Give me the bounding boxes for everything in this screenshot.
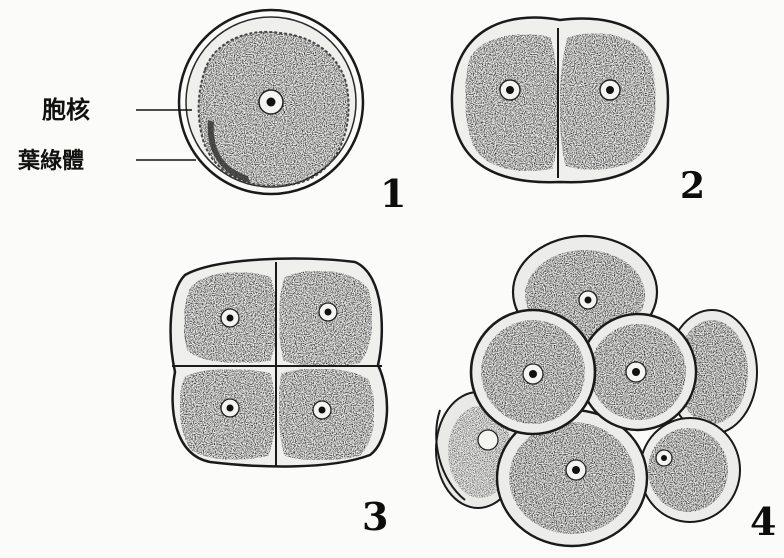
- stage-3-number: 3: [362, 494, 388, 539]
- stage-2-number: 2: [680, 165, 705, 207]
- stage-4-cell-front-center: [580, 314, 696, 430]
- stage-3-group: 3: [171, 258, 389, 539]
- stage-1-cell: [179, 10, 363, 194]
- stage-1-number: 1: [380, 171, 406, 216]
- stage-3-cell-bottom-right: [279, 369, 374, 459]
- chromatophore-label: 葉綠體: [17, 148, 84, 174]
- stage-3-cell-top-left: [184, 273, 276, 363]
- stage-2-group: 2: [452, 18, 705, 207]
- stage-4-cell-bottom-right: [640, 418, 740, 522]
- stage-3-cell-top-right: [280, 271, 372, 365]
- stage-4-number: 4: [750, 499, 776, 544]
- stage-1-group: 胞核 葉綠體 1: [17, 10, 406, 216]
- stage-2-cell-right: [560, 34, 655, 169]
- stage-4-cell-front-left: [471, 310, 595, 434]
- stage-4-group: 4: [436, 236, 776, 546]
- stage-2-cell-left: [466, 35, 558, 171]
- nucleus-label: 胞核: [42, 96, 90, 124]
- stage-3-cell-bottom-left: [180, 370, 274, 459]
